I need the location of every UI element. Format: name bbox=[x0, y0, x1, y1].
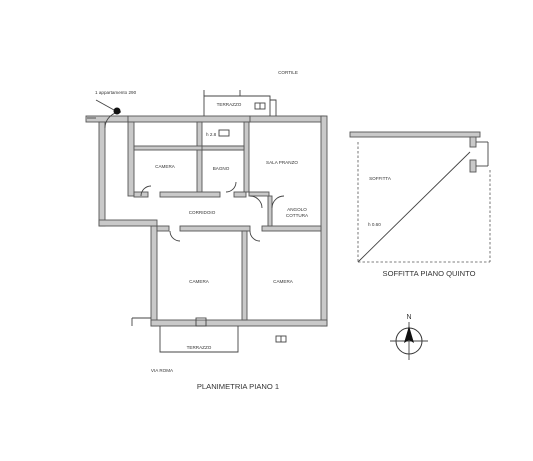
room-label-corridoio: CORRIDOIO bbox=[189, 210, 216, 215]
terrace-bottom bbox=[131, 317, 239, 353]
windows bbox=[87, 102, 287, 343]
compass-label: N bbox=[406, 314, 411, 321]
door-swings bbox=[104, 111, 285, 242]
street-label: VIA ROMA bbox=[151, 368, 174, 373]
room-label-terrazzo-bottom: TERRAZZO bbox=[187, 345, 212, 350]
attic-room-label: SOFFITTA bbox=[369, 176, 392, 181]
room-label-bagno: BAGNO bbox=[213, 166, 230, 171]
apartment-walls bbox=[85, 115, 328, 327]
height-note-bagno: h 2.8 bbox=[206, 132, 217, 137]
compass-north-icon bbox=[390, 322, 428, 360]
room-label-sala-pranzo: SALA PRANZO bbox=[266, 160, 298, 165]
appartamento-note: 1 appartamento 290 bbox=[95, 90, 137, 95]
room-label-camera-left: CAMERA bbox=[189, 279, 210, 284]
floor-plan-title: PLANIMETRIA PIANO 1 bbox=[197, 382, 279, 391]
room-label-terrazzo-top: TERRAZZO bbox=[217, 102, 242, 107]
room-label-angolo: ANGOLO bbox=[287, 207, 307, 212]
room-label-camera-right: CAMERA bbox=[273, 279, 294, 284]
room-label-cottura: COTTURA bbox=[286, 213, 309, 218]
attic-height-note: h 0.60 bbox=[368, 222, 381, 227]
terrace-top bbox=[203, 90, 277, 116]
entrance-marker bbox=[95, 99, 121, 115]
room-label-camera-top: CAMERA bbox=[155, 164, 176, 169]
attic-outline bbox=[349, 131, 491, 263]
attic-plan-title: SOFFITTA PIANO QUINTO bbox=[383, 269, 476, 278]
cortile-label: CORTILE bbox=[278, 70, 298, 75]
